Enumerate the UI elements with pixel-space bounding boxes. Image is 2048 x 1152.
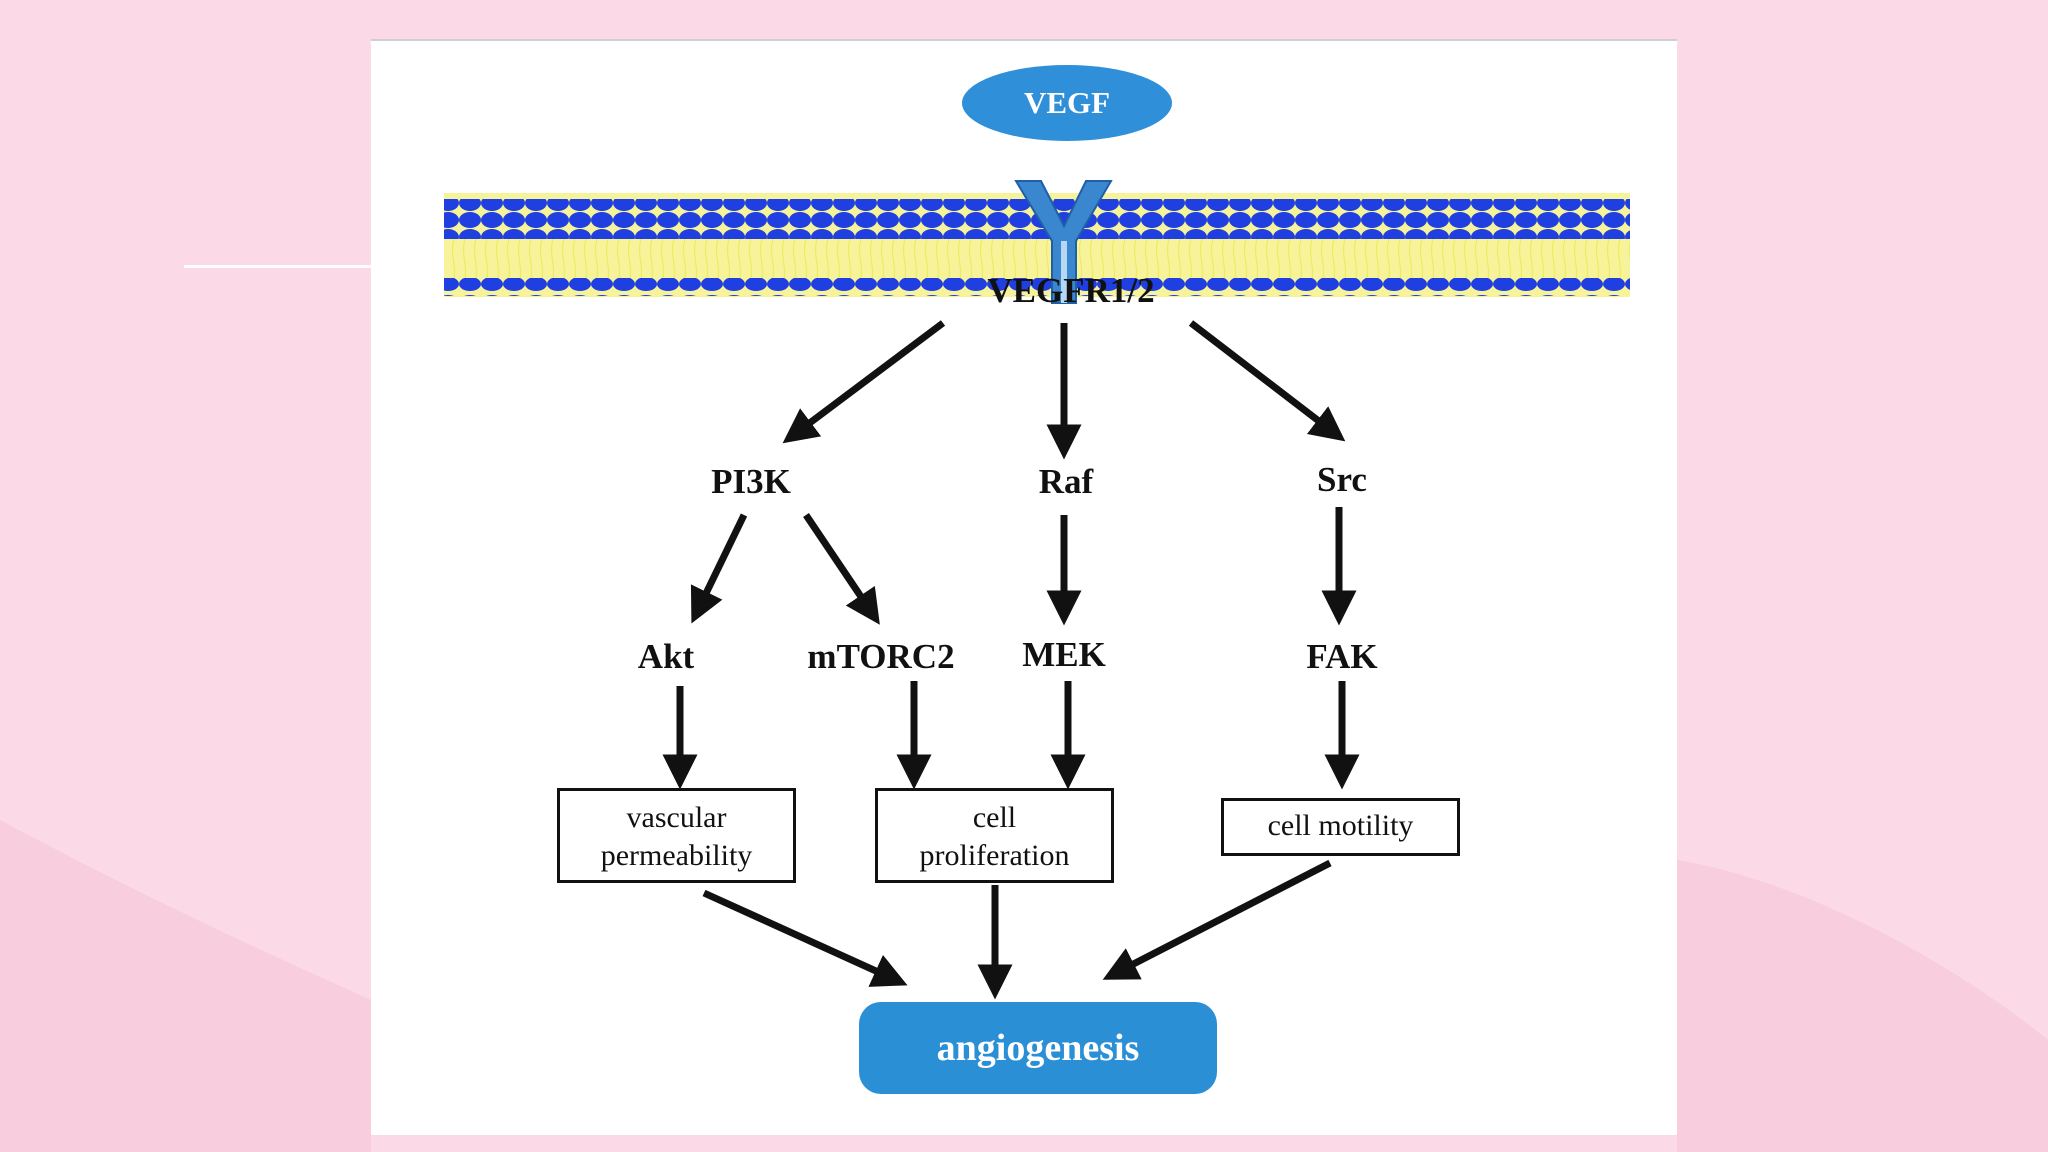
outcome-vascular-permeability-line1: vascular: [626, 801, 727, 834]
vegf-ligand: VEGF: [962, 65, 1172, 141]
arrow-vegfr-to-pi3k: [782, 320, 946, 444]
outcome-cell-motility: cell motility: [1221, 798, 1460, 856]
outcome-vascular-permeability-line2: permeability: [600, 839, 753, 872]
node-fak: FAK: [1306, 637, 1378, 676]
node-mek: MEK: [1022, 635, 1106, 674]
arrow-pi3k-to-akt: [690, 513, 748, 624]
slide-decor-line: [184, 265, 374, 268]
outcome-cell-proliferation-line2: proliferation: [919, 839, 1070, 872]
vegf-signaling-figure: VEGF VEGFR1/2 PI3K Raf Src Akt mTORC2 ME…: [371, 39, 1677, 1135]
outcome-cell-motility-label: cell motility: [1267, 809, 1414, 842]
pathway-graphics: [444, 180, 1630, 1000]
node-src: Src: [1317, 460, 1367, 499]
arrow-pi3k-to-mtorc2: [803, 513, 880, 625]
vegfr-receptor-icon: [1014, 180, 1113, 304]
outcome-cell-proliferation-line1: cell: [972, 801, 1017, 834]
node-pi3k: PI3K: [711, 462, 791, 501]
final-outcome-angiogenesis: angiogenesis: [859, 1002, 1217, 1094]
arrow-vegfr-to-src: [1188, 320, 1346, 442]
node-raf: Raf: [1038, 462, 1094, 501]
receptor-label: VEGFR1/2: [987, 271, 1155, 310]
node-mtorc2: mTORC2: [807, 637, 955, 676]
arrow-cell-motility-to-angiogenesis: [1102, 859, 1332, 980]
outcome-vascular-permeability: vascular permeability: [557, 788, 796, 883]
outcome-cell-proliferation: cell proliferation: [875, 788, 1114, 883]
arrow-vascular-permeability-to-angiogenesis: [702, 889, 908, 987]
pathway-arrows: [662, 320, 1360, 1000]
node-akt: Akt: [637, 637, 695, 676]
